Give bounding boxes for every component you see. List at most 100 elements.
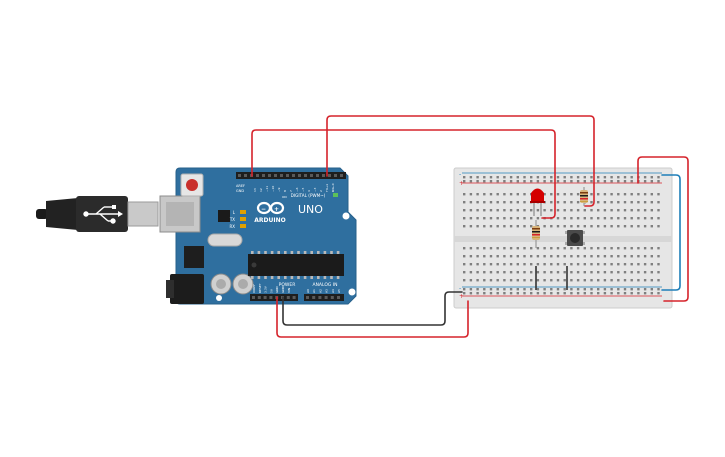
breadboard-hole[interactable] (476, 247, 479, 250)
breadboard-hole[interactable] (556, 271, 560, 274)
breadboard-hole[interactable] (543, 288, 546, 291)
breadboard-hole[interactable] (489, 288, 493, 291)
breadboard-hole[interactable] (623, 271, 627, 274)
breadboard-hole[interactable] (576, 263, 580, 266)
breadboard-hole[interactable] (630, 271, 633, 274)
breadboard-hole[interactable] (509, 201, 513, 204)
breadboard-hole[interactable] (576, 247, 580, 250)
header-pin-hole[interactable] (238, 174, 241, 177)
breadboard-hole[interactable] (643, 176, 647, 179)
breadboard-hole[interactable] (550, 193, 553, 196)
breadboard-hole[interactable] (516, 209, 519, 212)
breadboard-hole[interactable] (523, 255, 526, 258)
wire-5v-to-rail[interactable] (276, 296, 469, 338)
breadboard-hole[interactable] (556, 176, 560, 179)
breadboard-hole[interactable] (503, 193, 506, 196)
breadboard-hole[interactable] (469, 292, 473, 295)
breadboard-hole[interactable] (576, 271, 580, 274)
breadboard[interactable]: + - + - (453, 167, 673, 309)
breadboard-hole[interactable] (563, 193, 566, 196)
breadboard-hole[interactable] (630, 263, 633, 266)
breadboard-hole[interactable] (550, 225, 553, 228)
header-pin-hole[interactable] (268, 174, 271, 177)
breadboard-hole[interactable] (650, 180, 653, 183)
breadboard-hole[interactable] (597, 225, 600, 228)
breadboard-hole[interactable] (476, 279, 479, 282)
breadboard-hole[interactable] (516, 176, 519, 179)
breadboard-hole[interactable] (476, 180, 479, 183)
breadboard-hole[interactable] (476, 217, 479, 220)
breadboard-hole[interactable] (536, 288, 540, 291)
breadboard-hole[interactable] (550, 176, 553, 179)
breadboard-hole[interactable] (483, 176, 486, 179)
breadboard-hole[interactable] (509, 217, 513, 220)
breadboard-hole[interactable] (570, 247, 573, 250)
breadboard-hole[interactable] (576, 180, 580, 183)
breadboard-hole[interactable] (590, 209, 593, 212)
breadboard-hole[interactable] (657, 209, 660, 212)
breadboard-hole[interactable] (483, 193, 486, 196)
breadboard-hole[interactable] (597, 247, 600, 250)
breadboard-hole[interactable] (530, 180, 533, 183)
header-pin-hole[interactable] (312, 296, 316, 299)
breadboard-hole[interactable] (496, 225, 499, 228)
breadboard-hole[interactable] (576, 209, 580, 212)
breadboard-hole[interactable] (503, 279, 506, 282)
breadboard-hole[interactable] (563, 247, 566, 250)
breadboard-hole[interactable] (523, 263, 526, 266)
header-pin-hole[interactable] (257, 296, 261, 299)
header-pin-hole[interactable] (263, 296, 267, 299)
breadboard-hole[interactable] (509, 193, 513, 196)
breadboard-hole[interactable] (489, 271, 493, 274)
breadboard-hole[interactable] (503, 217, 506, 220)
breadboard-hole[interactable] (503, 288, 506, 291)
breadboard-hole[interactable] (469, 271, 473, 274)
breadboard-hole[interactable] (556, 247, 560, 250)
breadboard-hole[interactable] (530, 271, 533, 274)
breadboard-hole[interactable] (657, 225, 660, 228)
breadboard-hole[interactable] (590, 193, 593, 196)
breadboard-hole[interactable] (657, 193, 660, 196)
breadboard-hole[interactable] (597, 279, 600, 282)
breadboard-hole[interactable] (637, 225, 640, 228)
breadboard-hole[interactable] (483, 292, 486, 295)
push-button[interactable] (565, 230, 585, 246)
breadboard-hole[interactable] (543, 255, 546, 258)
breadboard-hole[interactable] (590, 176, 593, 179)
breadboard-hole[interactable] (483, 209, 486, 212)
resistor-bottom[interactable] (532, 220, 540, 248)
breadboard-hole[interactable] (597, 271, 600, 274)
breadboard-hole[interactable] (590, 292, 593, 295)
breadboard-hole[interactable] (643, 288, 647, 291)
breadboard-hole[interactable] (623, 217, 627, 220)
breadboard-hole[interactable] (570, 279, 573, 282)
breadboard-hole[interactable] (496, 217, 499, 220)
breadboard-hole[interactable] (637, 292, 640, 295)
breadboard-hole[interactable] (463, 288, 466, 291)
breadboard-hole[interactable] (463, 193, 466, 196)
breadboard-hole[interactable] (630, 279, 633, 282)
breadboard-hole[interactable] (603, 292, 607, 295)
breadboard-hole[interactable] (643, 209, 647, 212)
breadboard-hole[interactable] (469, 180, 473, 183)
breadboard-hole[interactable] (550, 201, 553, 204)
breadboard-hole[interactable] (516, 201, 519, 204)
breadboard-hole[interactable] (463, 180, 466, 183)
breadboard-hole[interactable] (650, 176, 653, 179)
breadboard-hole[interactable] (630, 180, 633, 183)
breadboard-hole[interactable] (543, 193, 546, 196)
wire-pin12-to-led[interactable] (251, 129, 556, 219)
header-pin-hole[interactable] (334, 174, 337, 177)
breadboard-hole[interactable] (563, 209, 566, 212)
breadboard-hole[interactable] (563, 288, 566, 291)
breadboard-hole[interactable] (650, 193, 653, 196)
breadboard-hole[interactable] (610, 217, 613, 220)
breadboard-hole[interactable] (597, 180, 600, 183)
breadboard-hole[interactable] (530, 209, 533, 212)
breadboard-hole[interactable] (496, 279, 499, 282)
breadboard-hole[interactable] (650, 263, 653, 266)
breadboard-hole[interactable] (590, 279, 593, 282)
breadboard-hole[interactable] (516, 217, 519, 220)
breadboard-hole[interactable] (489, 176, 493, 179)
breadboard-hole[interactable] (543, 209, 546, 212)
